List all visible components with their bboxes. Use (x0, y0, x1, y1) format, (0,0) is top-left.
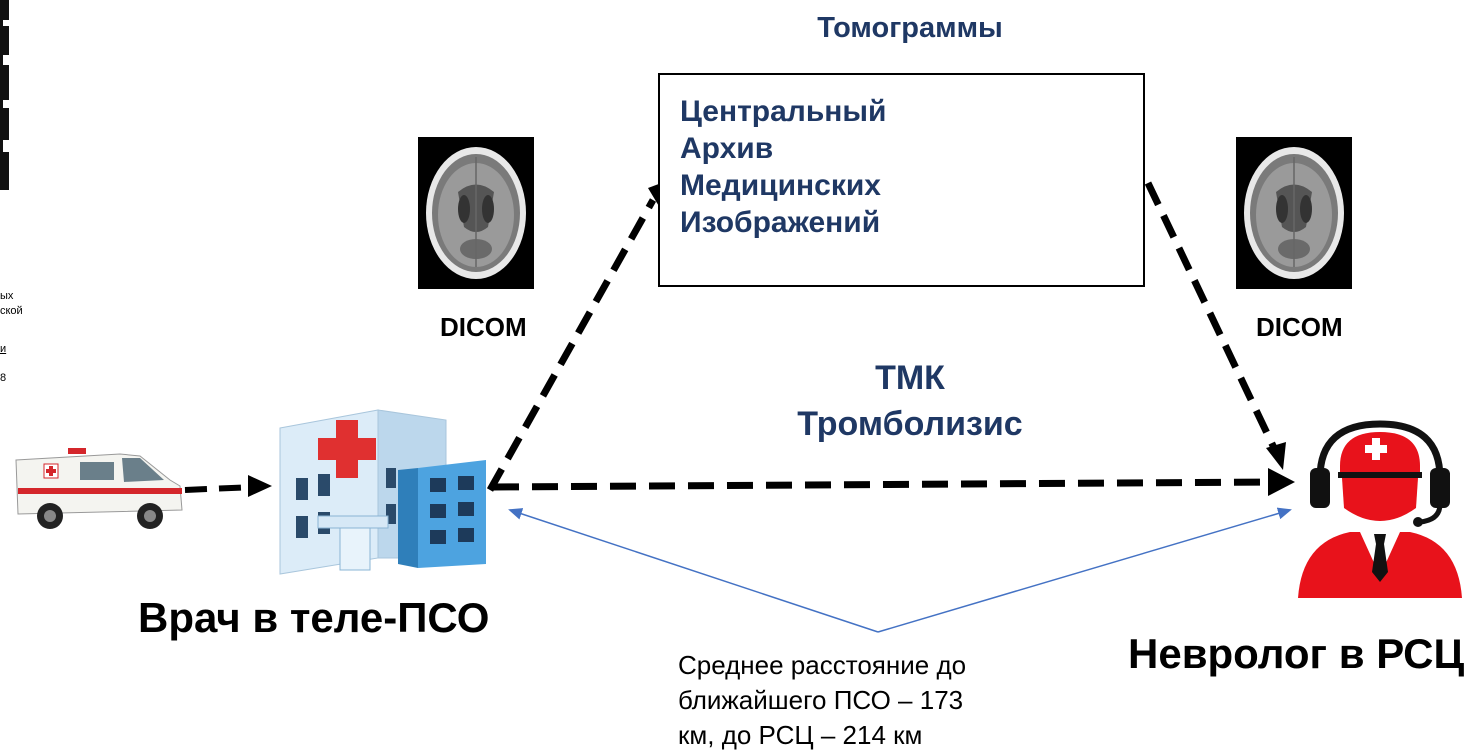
thrombolysis-label: Тромболизис (797, 405, 1023, 443)
arrow-ambulance-to-clinic (184, 484, 256, 493)
hospital-building-icon (279, 409, 486, 575)
dicom-label-left: DICOM (440, 312, 527, 342)
tomograms-label: Томограммы (817, 12, 1003, 44)
distance-line: Среднее расстояние до (678, 650, 967, 680)
side-fragment: ской (0, 305, 23, 317)
distance-note: Среднее расстояние до ближайшего ПСО – 1… (678, 648, 1058, 753)
arrow-clinic-to-neurologist (492, 478, 1273, 491)
distance-arrow-right (877, 507, 1292, 633)
ct-scan-image (1236, 137, 1352, 289)
neurologist-label: Невролог в РСЦ (1128, 630, 1465, 677)
archive-line: Медицинских (680, 169, 881, 202)
side-fragment: ых (0, 290, 14, 302)
distance-line: км, до РСЦ – 214 км (678, 720, 923, 750)
side-fragment: и (0, 343, 7, 355)
arrow-head (1268, 468, 1295, 496)
arrow-archive-to-neurologist (1144, 181, 1279, 452)
distance-arrow-left (508, 508, 879, 633)
tmk-label-group: ТМК Тромболизис (730, 355, 1090, 447)
archive-line: Архив (680, 132, 774, 165)
ct-scan-image (418, 137, 534, 289)
neurologist-avatar-icon (1298, 420, 1462, 598)
dicom-label-right: DICOM (1256, 312, 1343, 342)
archive-line: Изображений (680, 206, 881, 239)
tmk-label: ТМК (875, 359, 945, 397)
ambulance-icon (15, 448, 183, 529)
arrow-head (1266, 442, 1286, 470)
distance-line: ближайшего ПСО – 173 (678, 685, 964, 715)
archive-line: Центральный (680, 95, 887, 128)
left-edge-graphic (0, 0, 9, 190)
doctor-label: Врач в теле-ПСО (138, 594, 490, 641)
side-fragment: 8 (0, 372, 7, 384)
central-archive-box: Центральный Архив Медицинских Изображени… (658, 73, 1145, 287)
arrow-head (248, 475, 272, 497)
arrow-clinic-to-archive (486, 198, 657, 492)
